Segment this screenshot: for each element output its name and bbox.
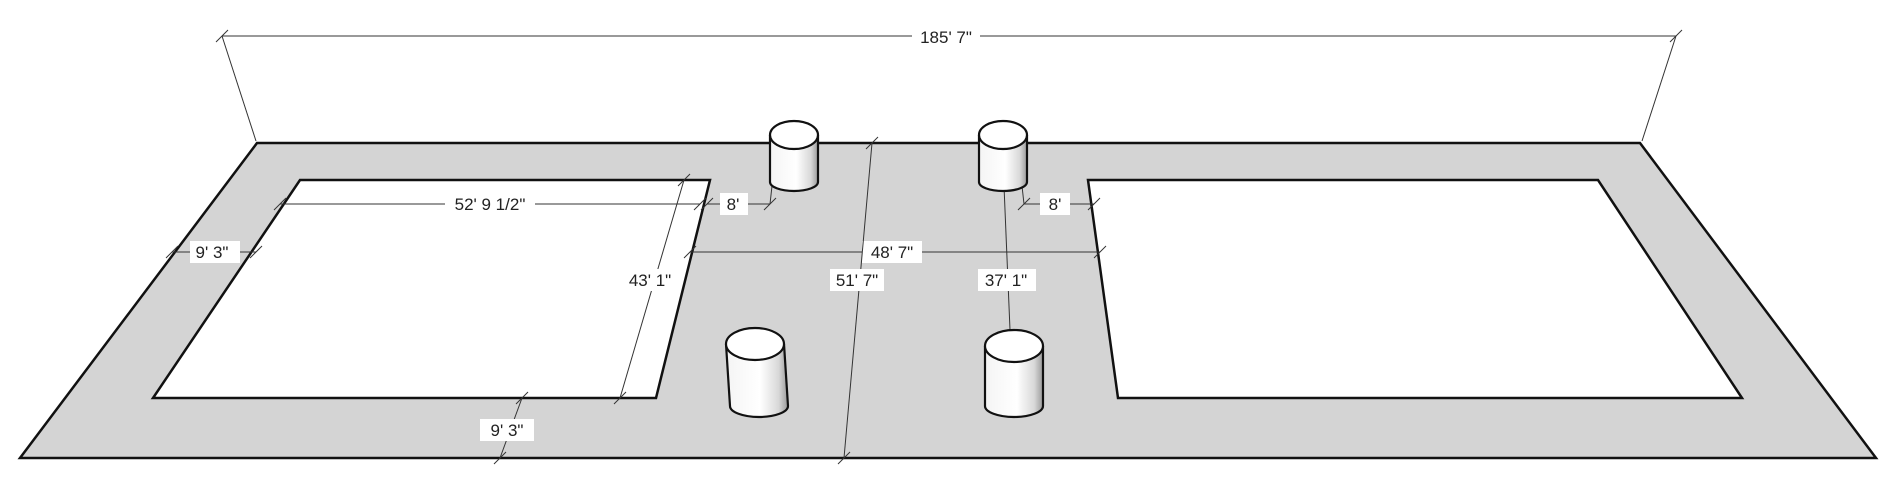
left-opening-depth-label: 43' 1" <box>629 271 671 290</box>
dimension-left-gap: 8' <box>700 185 777 215</box>
left-gap-label: 8' <box>727 195 740 214</box>
dimension-bottom-border: 9' 3" <box>480 391 534 465</box>
column-top-right <box>977 119 1029 193</box>
column-bottom-right <box>983 328 1045 419</box>
column-top-left <box>768 119 820 193</box>
left-border-label: 9' 3" <box>196 243 229 262</box>
right-gap-label: 8' <box>1049 195 1062 214</box>
dimension-left-opening-depth: 43' 1" <box>613 173 691 405</box>
center-span-label: 48' 7" <box>871 243 913 262</box>
overall-length-label: 185' 7" <box>920 28 972 47</box>
dimension-left-border: 9' 3" <box>165 241 263 263</box>
dimension-column-spacing: 37' 1" <box>978 185 1036 331</box>
dimension-left-opening-width: 52' 9 1/2" <box>273 193 707 215</box>
column-bottom-left <box>724 326 790 419</box>
floor-slab <box>17 141 1879 460</box>
column-spacing-label: 37' 1" <box>985 271 1027 290</box>
dimension-overall-length: 185' 7" <box>215 26 1683 142</box>
dimension-right-gap: 8' <box>1017 185 1101 215</box>
left-opening-width-label: 52' 9 1/2" <box>455 195 526 214</box>
dimension-overall-depth: 51' 7" <box>830 136 884 465</box>
dimension-center-span: 48' 7" <box>683 241 1107 263</box>
bottom-border-label: 9' 3" <box>491 421 524 440</box>
overall-depth-label: 51' 7" <box>836 271 878 290</box>
